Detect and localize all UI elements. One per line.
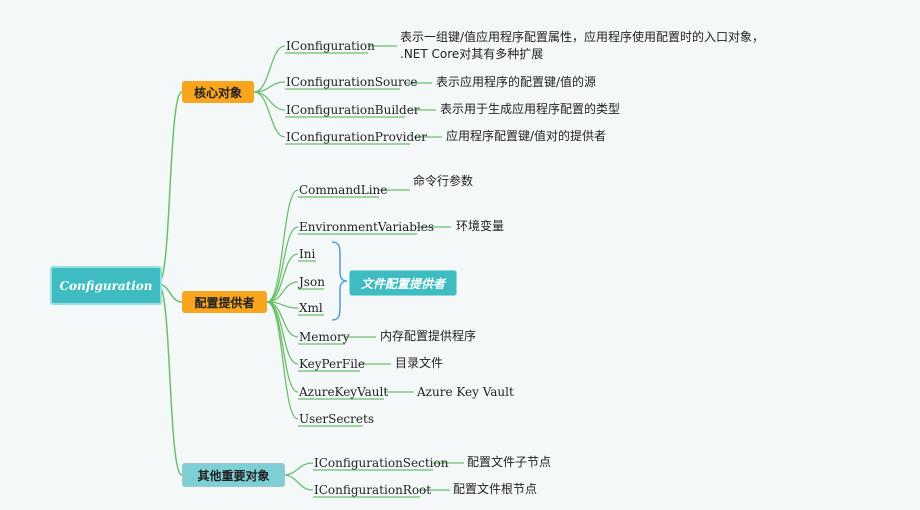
summary-file-providers[interactable]: 文件配置提供者 — [349, 270, 457, 296]
connector-provider-item — [266, 189, 299, 303]
node-commandline[interactable]: CommandLine — [299, 183, 388, 197]
desc-commandline: 命令行参数 — [413, 174, 474, 188]
connector-other-item — [282, 474, 314, 491]
topic-config-providers[interactable]: 配置提供者 — [182, 291, 267, 313]
node-iconfigurationroot[interactable]: IConfigurationRoot — [314, 483, 432, 497]
connector-core-item — [253, 91, 286, 111]
connector-provider-item — [266, 301, 299, 393]
desc-connector — [345, 189, 451, 393]
desc-connector — [368, 45, 442, 138]
desc-iconfiguration: 表示一组键/值应用程序配置属性，应用程序使用配置时的入口对象， .NET Cor… — [400, 30, 765, 61]
desc-iconfigurationsection: 配置文件子节点 — [467, 455, 552, 469]
desc-iconfigurationbuilder: 表示用于生成应用程序配置的类型 — [440, 102, 621, 116]
desc-iconfigurationroot: 配置文件根节点 — [453, 482, 538, 496]
desc-connector — [420, 462, 464, 491]
node-keyperfile[interactable]: KeyPerFile — [299, 357, 365, 371]
root-node[interactable]: Configuration — [50, 266, 162, 305]
connector-other-item — [282, 462, 314, 476]
connector-provider-item — [266, 281, 299, 303]
topic-other-objects[interactable]: 其他重要对象 — [182, 463, 285, 487]
desc-keyperfile: 目录文件 — [395, 356, 444, 370]
connector-provider-item — [266, 301, 299, 420]
node-azurekeyvault[interactable]: AzureKeyVault — [299, 385, 389, 399]
node-iconfigurationprovider[interactable]: IConfigurationProvider — [286, 130, 427, 144]
desc-azurekeyvault: Azure Key Vault — [417, 385, 514, 399]
node-memory[interactable]: Memory — [299, 330, 350, 344]
desc-memory: 内存配置提供程序 — [380, 329, 477, 343]
desc-environmentvariables: 环境变量 — [456, 219, 505, 233]
connector-core-item — [253, 45, 286, 93]
connector-provider-item — [266, 226, 299, 303]
connector-provider-item — [266, 253, 299, 303]
desc-iconfigurationprovider: 应用程序配置键/值对的提供者 — [446, 129, 607, 143]
node-iconfiguration[interactable]: IConfiguration — [286, 39, 375, 53]
node-xml[interactable]: Xml — [299, 301, 323, 315]
connector-root-core — [157, 91, 183, 285]
node-environmentvariables[interactable]: EnvironmentVariables — [299, 220, 435, 234]
underline — [313, 469, 433, 498]
node-iconfigurationsource[interactable]: IConfigurationSource — [286, 75, 418, 89]
underline — [298, 196, 417, 427]
topic-core-objects[interactable]: 核心对象 — [182, 81, 254, 103]
connector-root-other — [157, 283, 183, 476]
connector-core-item — [253, 91, 286, 138]
node-json[interactable]: Json — [299, 275, 325, 289]
node-ini[interactable]: Ini — [299, 247, 316, 261]
node-usersecrets[interactable]: UserSecrets — [299, 412, 374, 426]
node-iconfigurationbuilder[interactable]: IConfigurationBuilder — [286, 103, 420, 117]
brace — [331, 241, 348, 321]
desc-iconfigurationsource: 表示应用程序的配置键/值的源 — [436, 75, 597, 89]
underline — [285, 52, 410, 145]
node-iconfigurationsection[interactable]: IConfigurationSection — [314, 456, 449, 470]
